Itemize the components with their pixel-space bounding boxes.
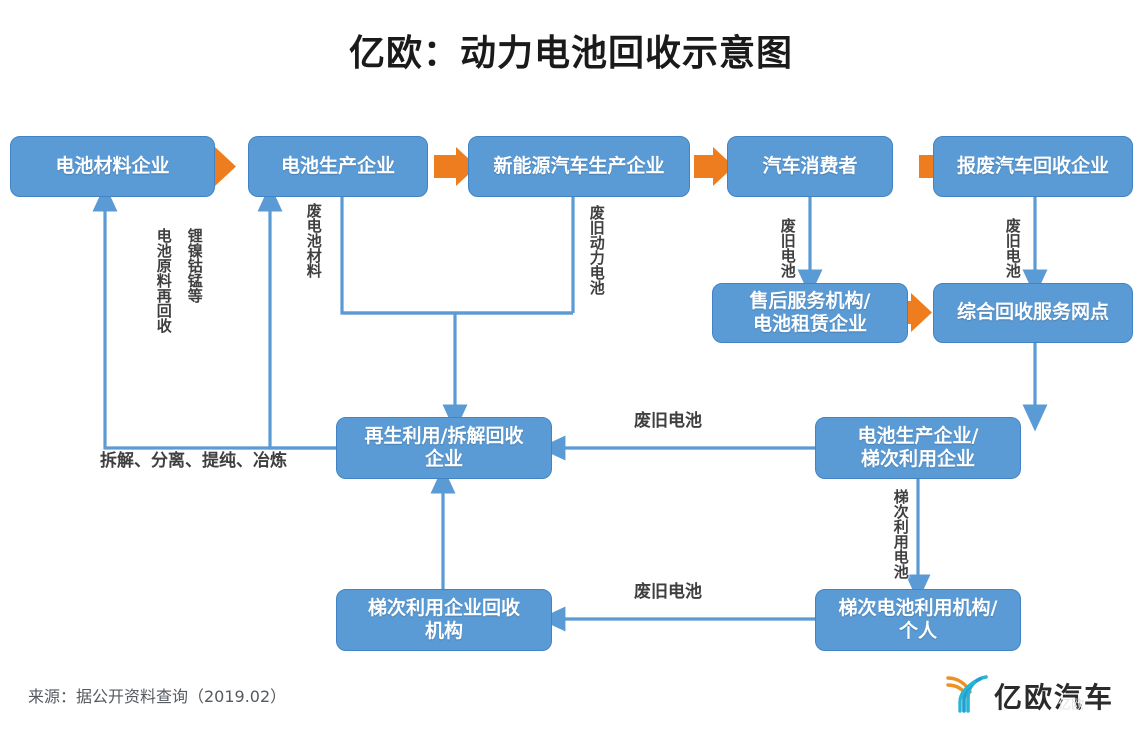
node-battery-production[interactable]: 电池生产企业	[248, 136, 428, 197]
node-integrated-service[interactable]: 综合回收服务网点	[933, 283, 1133, 343]
brand-name: 亿欧汽车	[994, 681, 1115, 714]
node-after-sales[interactable]: 售后服务机构/ 电池租赁企业	[712, 283, 908, 343]
node-regeneration[interactable]: 再生利用/拆解回收 企业	[336, 417, 552, 479]
edge-label-cascade-battery: 梯次利用电池	[891, 489, 910, 579]
node-nev-production[interactable]: 新能源汽车生产企业	[468, 136, 690, 197]
edge-label-waste-battery-1: 废旧电池	[778, 218, 797, 278]
node-battery-material[interactable]: 电池材料企业	[10, 136, 215, 197]
node-cascade-use-org[interactable]: 梯次电池利用机构/ 个人	[815, 589, 1021, 651]
watermark: 亿欧	[1058, 698, 1085, 713]
source-note: 来源：据公开资料查询（2019.02）	[28, 687, 287, 706]
edge-label-waste-battery-mid: 废旧电池	[634, 411, 702, 431]
node-scrap-car-recycling[interactable]: 报废汽车回收企业	[933, 136, 1133, 197]
node-battery-prod-cascade[interactable]: 电池生产企业/ 梯次利用企业	[815, 417, 1021, 479]
edge-label-waste-power-battery: 废旧动力电池	[587, 205, 606, 295]
edge-label-li-ni-co-mn: 锂镍钴锰等	[185, 228, 204, 303]
yiou-logo-icon	[946, 675, 988, 713]
node-car-consumer[interactable]: 汽车消费者	[727, 136, 893, 197]
node-cascade-recycle-org[interactable]: 梯次利用企业回收 机构	[336, 589, 552, 651]
brand-logo: 亿欧汽车	[944, 670, 1114, 718]
edge-label-disassembly-chain: 拆解、分离、提纯、冶炼	[100, 451, 287, 471]
edge-label-waste-battery-2: 废旧电池	[1003, 218, 1022, 278]
edge-label-waste-battery-material: 废电池材料	[304, 203, 323, 278]
edge-label-raw-material-recycle: 电池原料再回收	[154, 228, 173, 333]
page-title: 亿欧：动力电池回收示意图	[348, 33, 793, 74]
edge-label-waste-battery-bottom: 废旧电池	[634, 582, 702, 602]
